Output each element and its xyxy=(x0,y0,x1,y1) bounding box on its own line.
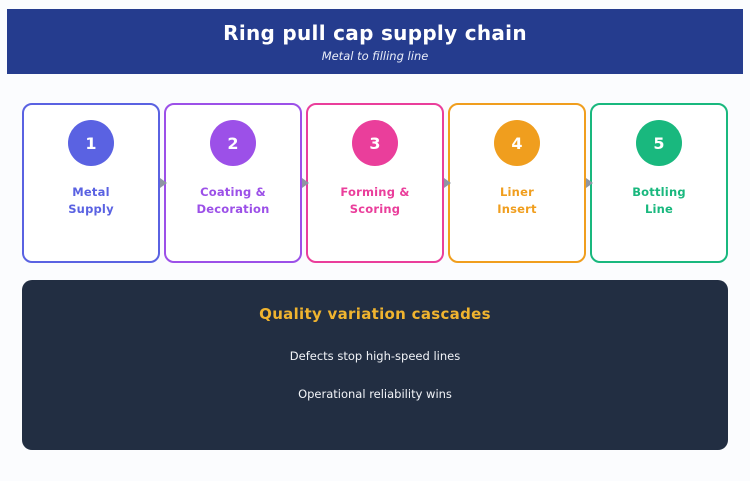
stage-label-line1: Liner xyxy=(500,185,534,199)
stage-card-metal-supply: 1 Metal Supply xyxy=(22,103,167,263)
flow-arrow-icon xyxy=(302,178,309,188)
supply-chain-stages: 1 Metal Supply 2 Coating & Decoration 3 … xyxy=(22,103,728,263)
stage-number-badge: 5 xyxy=(636,120,682,166)
flow-arrow-icon xyxy=(586,178,593,188)
stage-label-line1: Bottling xyxy=(632,185,686,199)
stage-label-line1: Forming & xyxy=(340,185,410,199)
stage-label: Forming & Scoring xyxy=(340,184,409,217)
stage-number-badge: 4 xyxy=(494,120,540,166)
stage-card-bottling-line: 5 Bottling Line xyxy=(590,103,728,263)
stage-label-line2: Line xyxy=(644,201,674,216)
flow-arrow-icon xyxy=(160,178,167,188)
stage-number-badge: 3 xyxy=(352,120,398,166)
callout-title: Quality variation cascades xyxy=(259,305,491,323)
callout-point: Operational reliability wins xyxy=(298,387,452,401)
stage-label-line1: Metal xyxy=(72,185,110,199)
stage-label-line2: Insert xyxy=(497,201,537,216)
callout-point: Defects stop high-speed lines xyxy=(289,349,461,363)
stage-label-line2: Scoring xyxy=(349,201,401,216)
page-subtitle: Metal to filling line xyxy=(321,48,429,63)
stage-label-line2: Decoration xyxy=(196,201,270,216)
stage-card-liner-insert: 4 Liner Insert xyxy=(448,103,593,263)
flow-arrow-icon xyxy=(444,178,451,188)
quality-callout-panel: Quality variation cascades Defects stop … xyxy=(22,280,728,450)
stage-label: Metal Supply xyxy=(68,184,114,217)
stage-number-badge: 1 xyxy=(68,120,114,166)
page-title: Ring pull cap supply chain xyxy=(223,20,527,45)
stage-label-line1: Coating & xyxy=(200,185,266,199)
stage-label: Coating & Decoration xyxy=(196,184,269,217)
stage-label: Bottling Line xyxy=(632,184,686,217)
stage-label: Liner Insert xyxy=(497,184,536,217)
header-banner: Ring pull cap supply chain Metal to fill… xyxy=(7,9,743,74)
stage-card-coating-decoration: 2 Coating & Decoration xyxy=(164,103,309,263)
stage-label-line2: Supply xyxy=(68,201,114,216)
stage-card-forming-scoring: 3 Forming & Scoring xyxy=(306,103,451,263)
stage-number-badge: 2 xyxy=(210,120,256,166)
